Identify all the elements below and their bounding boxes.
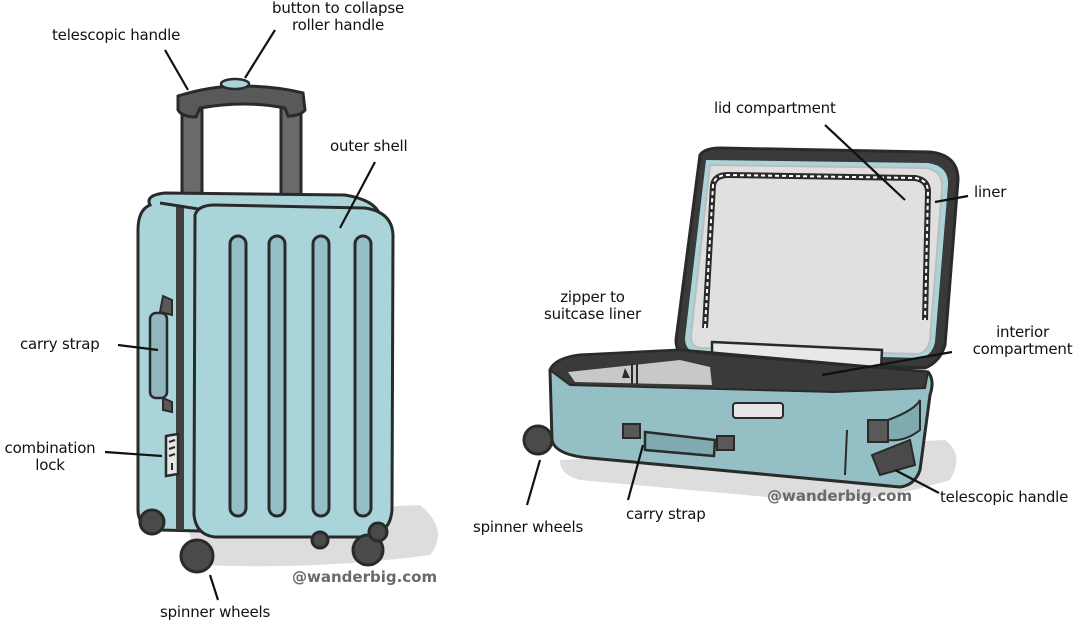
label-line: interior bbox=[996, 323, 1049, 341]
combination-lock bbox=[164, 432, 180, 478]
side-carry-strap bbox=[148, 294, 173, 414]
label-spinner-wheels: spinner wheels bbox=[473, 518, 584, 536]
liner bbox=[689, 163, 944, 356]
label-line: compartment bbox=[972, 340, 1073, 358]
open-suitcase bbox=[522, 124, 969, 506]
label-interior-compartment: interior compartment bbox=[965, 324, 1080, 358]
label-line: roller handle bbox=[291, 16, 385, 34]
label-combination-lock: combination lock bbox=[0, 440, 100, 474]
watermark: @wanderbig.com bbox=[292, 568, 438, 586]
spinner-wheel bbox=[522, 424, 554, 456]
label-line: button to collapse bbox=[272, 0, 404, 17]
telescopic-handle bbox=[870, 438, 917, 477]
label-telescopic-handle: telescopic handle bbox=[940, 488, 1069, 506]
watermark: @wanderbig.com bbox=[767, 487, 913, 505]
label-line: combination bbox=[4, 439, 96, 457]
label-line: zipper to bbox=[560, 288, 625, 306]
label-zipper-to-liner: zipper to suitcase liner bbox=[530, 289, 655, 323]
spinner-wheels bbox=[138, 508, 389, 574]
upright-suitcase bbox=[104, 29, 438, 601]
label-collapse-button: button to collapse roller handle bbox=[258, 0, 418, 34]
collapse-button bbox=[219, 77, 251, 91]
label-lid-compartment: lid compartment bbox=[714, 99, 836, 117]
carry-strap bbox=[622, 423, 735, 458]
label-line: suitcase liner bbox=[543, 305, 642, 323]
label-outer-shell: outer shell bbox=[330, 137, 408, 155]
telescopic-handle bbox=[176, 77, 307, 202]
label-carry-strap: carry strap bbox=[626, 505, 706, 523]
label-liner: liner bbox=[974, 183, 1007, 201]
label-carry-strap: carry strap bbox=[20, 335, 100, 353]
combination-lock bbox=[732, 402, 784, 419]
label-spinner-wheels: spinner wheels bbox=[160, 603, 271, 621]
label-line: lock bbox=[35, 456, 65, 474]
label-telescopic-handle: telescopic handle bbox=[52, 26, 181, 44]
